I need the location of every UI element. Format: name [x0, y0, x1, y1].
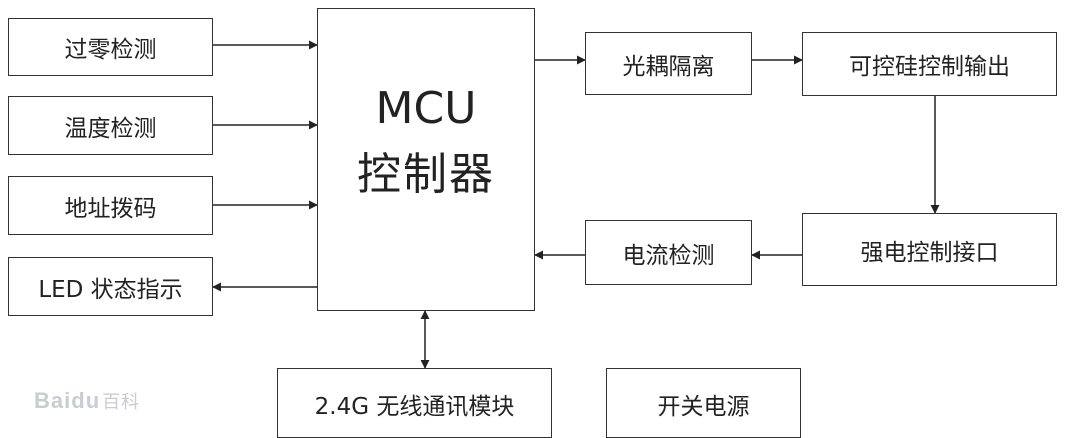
watermark-paw: du: [71, 388, 101, 413]
temperature-detect-box: 温度检测: [8, 96, 213, 155]
zero-cross-detect-label: 过零检测: [64, 37, 157, 63]
address-dip-box: 地址拨码: [8, 176, 213, 235]
address-dip-label: 地址拨码: [64, 195, 157, 222]
mcu-title: MCU: [375, 83, 477, 134]
current-detect-label: 电流检测: [622, 242, 715, 269]
power-supply-box: 开关电源: [606, 368, 801, 438]
watermark-cn: 百科: [102, 392, 141, 412]
power-interface-label: 强电控制接口: [860, 239, 999, 266]
thyristor-output-label: 可控硅控制输出: [849, 54, 1010, 80]
power-interface-box: 强电控制接口: [802, 213, 1057, 286]
temperature-detect-label: 温度检测: [64, 115, 157, 142]
wireless-module-label: 2.4G 无线通讯模块: [314, 394, 515, 420]
led-status-box: LED 状态指示: [8, 257, 213, 316]
thyristor-output-box: 可控硅控制输出: [802, 32, 1057, 96]
current-detect-box: 电流检测: [585, 220, 752, 285]
mcu-subtitle: 控制器: [357, 149, 495, 200]
power-supply-label: 开关电源: [657, 394, 750, 420]
optocoupler-label: 光耦隔离: [622, 53, 715, 80]
optocoupler-box: 光耦隔离: [585, 32, 752, 95]
connection-wires: [212, 40, 940, 369]
wireless-module-box: 2.4G 无线通讯模块: [277, 368, 552, 438]
led-status-label: LED 状态指示: [38, 276, 183, 303]
mcu-controller-box: MCU 控制器: [317, 8, 535, 311]
zero-cross-detect-box: 过零检测: [8, 18, 213, 76]
watermark-brand: Bai: [34, 388, 72, 413]
